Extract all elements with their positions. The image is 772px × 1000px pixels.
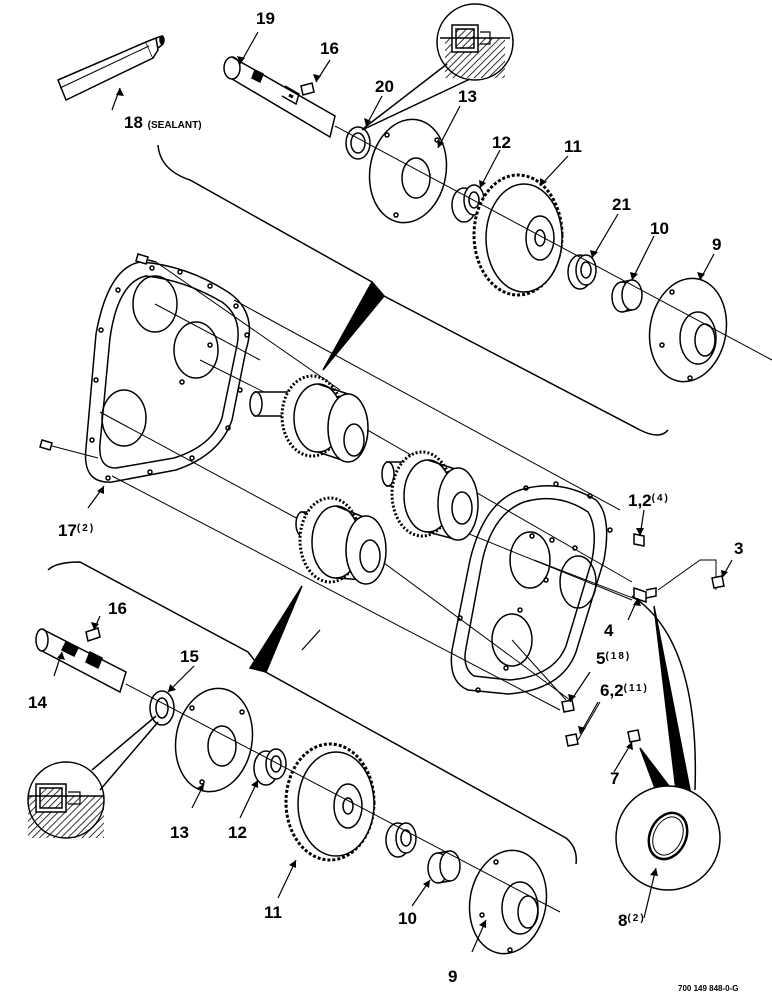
callout-1-2-number: 1,2 bbox=[628, 491, 652, 510]
pin-left-upper bbox=[135, 253, 157, 265]
drawing-code: 700 149 848-0-G bbox=[678, 984, 739, 993]
housing-plate-left bbox=[84, 261, 251, 483]
sealant-tube-part bbox=[57, 34, 165, 102]
bolt-part-1-2 bbox=[633, 533, 645, 547]
callout-11-bottom: 11 bbox=[264, 903, 282, 922]
callout-6-2-number: 6,2 bbox=[600, 681, 624, 700]
callout-1-2-qty: (4) bbox=[651, 493, 670, 504]
callout-12-bottom: 12 bbox=[228, 823, 247, 842]
bushing-part-top bbox=[611, 279, 643, 313]
pin-left-lower bbox=[39, 439, 99, 459]
bearing-part-bottom bbox=[253, 748, 287, 786]
callout-1-2: 1,2(4) bbox=[628, 492, 670, 509]
callout-10-top: 10 bbox=[650, 219, 669, 238]
callout-9-bottom: 9 bbox=[448, 967, 458, 986]
callout-8: 8(2) bbox=[618, 912, 646, 929]
lower-shaft-part bbox=[35, 628, 127, 694]
gear-shaft-assembly-lower bbox=[295, 496, 387, 585]
callout-16-bottom: 16 bbox=[108, 599, 127, 618]
callout-17-number: 17 bbox=[58, 521, 77, 540]
upper-shaft-part bbox=[223, 56, 336, 139]
pin-part-7 bbox=[627, 729, 641, 743]
callout-20: 20 bbox=[375, 77, 394, 96]
callout-18: 18 (SEALANT) bbox=[124, 114, 202, 131]
callout-6-2: 6,2(11) bbox=[600, 682, 649, 699]
callout-8-number: 8 bbox=[618, 911, 628, 930]
bolt-part-5 bbox=[561, 699, 575, 713]
callout-11-top: 11 bbox=[564, 137, 582, 156]
callout-3: 3 bbox=[734, 539, 744, 558]
callout-21: 21 bbox=[612, 195, 631, 214]
callout-5-number: 5 bbox=[596, 649, 606, 668]
grease-fitting-part-4 bbox=[633, 586, 657, 604]
callout-13-bottom: 13 bbox=[170, 823, 189, 842]
callout-6-2-qty: (11) bbox=[623, 683, 649, 694]
cover-part-top bbox=[648, 277, 728, 383]
seal-detail-top bbox=[436, 3, 514, 81]
callout-7: 7 bbox=[610, 769, 620, 788]
callout-18-number: 18 bbox=[124, 113, 143, 132]
callout-12-top: 12 bbox=[492, 133, 511, 152]
key-part-top bbox=[300, 82, 315, 96]
key-part-bottom bbox=[85, 627, 101, 642]
callout-8-qty: (2) bbox=[627, 913, 646, 924]
bushing-part-bottom bbox=[427, 850, 461, 884]
callout-16-top: 16 bbox=[320, 39, 339, 58]
callout-9-top: 9 bbox=[712, 235, 722, 254]
callout-5-qty: (18) bbox=[605, 651, 632, 662]
gear-shaft-assembly-middle bbox=[381, 450, 479, 541]
callout-15: 15 bbox=[180, 647, 199, 666]
seal-part-15 bbox=[149, 690, 175, 726]
housing-plate-right bbox=[450, 481, 613, 695]
bearing-plate-part-top bbox=[368, 118, 448, 224]
gear-part-bottom bbox=[284, 742, 376, 862]
callout-4: 4 bbox=[604, 621, 614, 640]
cap-part-3 bbox=[711, 575, 725, 589]
callout-17-qty: (2) bbox=[76, 523, 96, 534]
callout-19: 19 bbox=[256, 9, 275, 28]
callout-14: 14 bbox=[28, 693, 47, 712]
callout-10-bottom: 10 bbox=[398, 909, 417, 928]
o-ring-detail-circle bbox=[615, 785, 721, 891]
bearing-plate-part-bottom bbox=[174, 687, 254, 793]
callout-13-top: 13 bbox=[458, 87, 477, 106]
spacer-part-21 bbox=[567, 254, 597, 290]
cover-part-bottom bbox=[468, 849, 548, 955]
spacer-part-bottom bbox=[385, 822, 417, 858]
callout-17: 17(2) bbox=[58, 522, 95, 539]
callout-18-note: (SEALANT) bbox=[147, 120, 202, 131]
gear-part-top bbox=[472, 173, 564, 297]
callout-5: 5(18) bbox=[596, 650, 631, 667]
seal-detail-bottom bbox=[27, 761, 105, 839]
bolt-part-6-2 bbox=[565, 701, 601, 747]
gear-shaft-assembly-upper bbox=[249, 374, 369, 463]
